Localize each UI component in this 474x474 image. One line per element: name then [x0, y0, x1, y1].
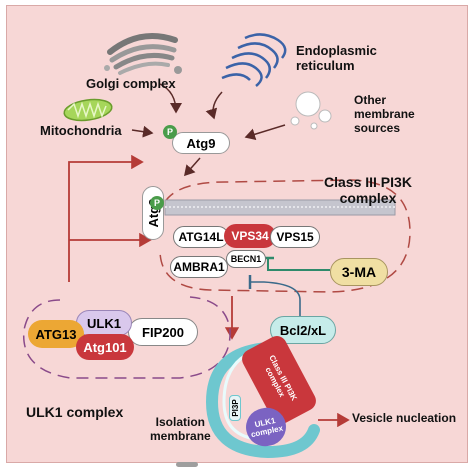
ulk1-label: ULK1	[87, 315, 121, 331]
er-label: Endoplasmic reticulum	[296, 43, 377, 73]
phosphate-label-2: P	[153, 198, 160, 208]
vps34-label: VPS34	[231, 229, 269, 243]
pi3p-label: PI3P	[230, 399, 240, 417]
mitochondria-icon	[63, 98, 113, 122]
atg9-node: Atg9	[172, 132, 230, 154]
class3-complex-label: Class III PI3K complex	[324, 174, 412, 207]
ulk1-small-label: ULK1 complex	[250, 416, 284, 440]
atg101-node: Atg101	[76, 334, 134, 360]
ulk1-complex-label: ULK1 complex	[26, 404, 124, 420]
bcl2-node: Bcl2/xL	[270, 316, 336, 344]
vps15-node: VPS15	[270, 226, 320, 248]
phosphate-badge-2: P	[150, 196, 164, 210]
class3-rotated-label: Class III PI3K complex	[263, 353, 299, 403]
three-ma-label: 3-MA	[341, 264, 377, 280]
ambra1-node: AMBRA1	[170, 256, 228, 278]
atg101-label: Atg101	[83, 339, 127, 355]
vps15-label: VPS15	[276, 230, 314, 244]
isolation-membrane-label: Isolation membrane	[150, 415, 211, 443]
phosphate-badge: P	[163, 125, 177, 139]
atg14l-label: ATG14L	[178, 230, 224, 244]
fip200-node: FIP200	[128, 318, 198, 346]
ambra1-label: AMBRA1	[173, 260, 225, 274]
er-icon	[221, 33, 287, 87]
three-ma-node: 3-MA	[330, 258, 388, 286]
pi3p-node: PI3P	[229, 395, 241, 421]
phosphate-label: P	[166, 127, 173, 137]
atg9-label: Atg9	[186, 135, 216, 151]
vesicle-nucleation-label: Vesicle nucleation	[352, 411, 457, 425]
ulk1-node: ULK1	[76, 310, 132, 336]
mitochondria-label: Mitochondria	[40, 123, 122, 138]
golgi-icon	[104, 33, 182, 75]
atg14l-node: ATG14L	[173, 226, 229, 248]
bcl2-label: Bcl2/xL	[279, 322, 327, 338]
atg13-node: ATG13	[28, 320, 84, 348]
atg13-label: ATG13	[35, 326, 77, 342]
other-membrane-label: Other membrane sources	[354, 93, 415, 135]
golgi-label: Golgi complex	[86, 76, 176, 91]
bottom-handle	[176, 462, 198, 467]
membrane-vesicles-icon	[290, 91, 332, 130]
fip200-label: FIP200	[142, 324, 184, 340]
becn1-label: BECN1	[230, 254, 262, 264]
atg9-membrane-node: Atg9	[142, 186, 164, 240]
vps34-node: VPS34	[224, 224, 276, 248]
becn1-node: BECN1	[226, 250, 266, 268]
